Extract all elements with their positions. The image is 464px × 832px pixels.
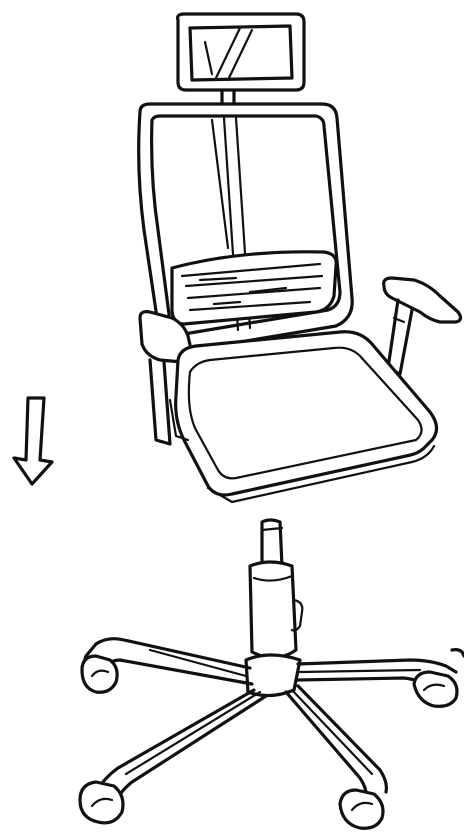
caster-back-left bbox=[82, 656, 117, 692]
caster-right-edge bbox=[452, 650, 464, 656]
caster-back-right bbox=[414, 672, 457, 706]
seat bbox=[170, 332, 437, 502]
lumbar-support bbox=[172, 252, 336, 324]
headrest bbox=[178, 14, 304, 104]
arrow-down-icon bbox=[14, 398, 52, 484]
right-armrest bbox=[384, 278, 461, 374]
gas-lift-cylinder bbox=[250, 520, 302, 658]
caster-front-right bbox=[340, 790, 383, 828]
caster-front-left bbox=[80, 782, 123, 823]
five-star-base bbox=[85, 639, 456, 800]
